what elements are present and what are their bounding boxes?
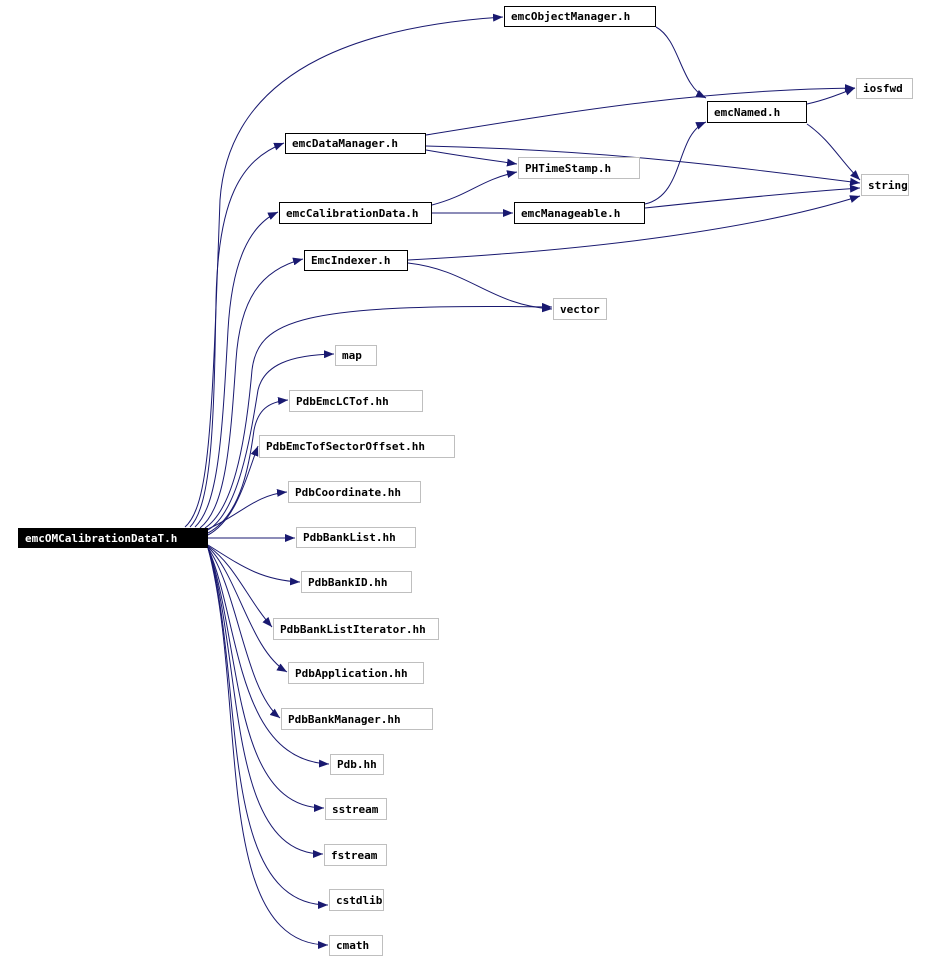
node-label: PdbBankList.hh <box>303 531 396 544</box>
node-phtimestamp: PHTimeStamp.h <box>518 157 640 179</box>
node-label: PdbCoordinate.hh <box>295 485 401 499</box>
node-emcindexer[interactable]: EmcIndexer.h <box>304 250 408 271</box>
node-emcnamed[interactable]: emcNamed.h <box>707 101 807 123</box>
node-label: emcOMCalibrationDataT.h <box>25 531 178 545</box>
edge-root-to-cstdlib <box>207 547 329 909</box>
node-string: string <box>861 174 909 196</box>
node-emcobjectmanager[interactable]: emcObjectManager.h <box>504 6 656 27</box>
edge-root-to-map <box>207 350 335 531</box>
edge-root-to-lctof <box>207 397 289 534</box>
node-cstdlib: cstdlib <box>329 889 384 911</box>
node-label: emcNamed.h <box>714 105 781 119</box>
edge-manageable-to-string <box>644 184 861 209</box>
edge-named-to-string <box>806 123 861 181</box>
node-label: EmcIndexer.h <box>311 254 391 267</box>
node-sstream: sstream <box>325 798 387 820</box>
node-pdb: Pdb.hh <box>330 754 384 775</box>
edge-indexer-to-vector <box>407 262 553 313</box>
node-pdbbankid: PdbBankID.hh <box>301 571 412 593</box>
node-label: emcObjectManager.h <box>511 10 631 23</box>
node-label: string <box>868 178 908 192</box>
edge-layer <box>184 13 861 949</box>
node-pdbcoordinate: PdbCoordinate.hh <box>288 481 421 503</box>
node-label: PdbEmcTofSectorOffset.hh <box>266 440 425 453</box>
node-iosfwd: iosfwd <box>856 78 913 99</box>
edge-root-to-caldata <box>194 211 279 528</box>
node-emccalibrationdata[interactable]: emcCalibrationData.h <box>279 202 432 224</box>
edge-objmgr-to-named <box>655 26 707 99</box>
edge-indexer-to-string <box>407 195 861 261</box>
node-label: emcDataManager.h <box>292 137 398 150</box>
node-pdbbanklistiterator: PdbBankListIterator.hh <box>273 618 439 640</box>
edge-root-to-bankmgr <box>207 547 281 719</box>
node-emcmanageable[interactable]: emcManageable.h <box>514 202 645 224</box>
node-label: cstdlib <box>336 893 383 907</box>
node-pdbapplication: PdbApplication.hh <box>288 662 424 684</box>
node-label: PdbApplication.hh <box>295 666 408 680</box>
node-label: vector <box>560 302 600 316</box>
node-vector: vector <box>553 298 607 320</box>
edge-root-to-app <box>207 546 288 673</box>
node-pdbbankmanager: PdbBankManager.hh <box>281 708 433 730</box>
edge-datamgr-to-string <box>425 145 861 186</box>
node-label: fstream <box>331 848 378 862</box>
edge-root-to-sstream <box>207 547 325 812</box>
edge-root-to-coord <box>207 488 288 530</box>
edge-named-to-iosfwd <box>806 87 856 105</box>
node-label: iosfwd <box>863 82 903 95</box>
node-label: PdbBankManager.hh <box>288 712 401 726</box>
node-map: map <box>335 345 377 366</box>
node-label: PHTimeStamp.h <box>525 161 612 175</box>
node-label: PdbBankListIterator.hh <box>280 622 426 636</box>
node-label: emcManageable.h <box>521 206 621 220</box>
node-label: emcCalibrationData.h <box>286 206 419 220</box>
edge-root-to-bankiter <box>207 545 273 628</box>
edge-root-to-fstream <box>207 547 324 858</box>
node-pdbemclctof: PdbEmcLCTof.hh <box>289 390 423 412</box>
edge-root-to-vector <box>204 302 553 529</box>
node-label: Pdb.hh <box>337 758 377 771</box>
edge-root-to-tofsec <box>207 445 259 536</box>
node-emcdatamanager[interactable]: emcDataManager.h <box>285 133 426 154</box>
node-pdbemctofsectoroffset: PdbEmcTofSectorOffset.hh <box>259 435 455 458</box>
edge-manageable-to-named <box>644 121 707 205</box>
edge-datamgr-to-phts <box>425 149 518 167</box>
edge-root-to-indexer <box>199 257 304 529</box>
node-label: PdbBankID.hh <box>308 575 388 589</box>
edge-caldata-to-phts <box>431 170 518 206</box>
edge-root-to-datamgr <box>189 142 285 528</box>
edge-datamgr-to-iosfwd <box>425 84 856 136</box>
node-root: emcOMCalibrationDataT.h <box>18 528 208 548</box>
edge-root-to-objmgr <box>184 13 504 528</box>
node-label: sstream <box>332 802 379 816</box>
edge-root-to-bankid <box>207 544 301 586</box>
node-label: map <box>342 349 362 362</box>
node-label: cmath <box>336 939 370 952</box>
node-pdbbanklist: PdbBankList.hh <box>296 527 416 548</box>
edge-root-to-cmath <box>207 547 329 949</box>
node-fstream: fstream <box>324 844 387 866</box>
edge-root-to-pdb <box>207 547 330 768</box>
node-cmath: cmath <box>329 935 383 956</box>
node-label: PdbEmcLCTof.hh <box>296 394 389 408</box>
